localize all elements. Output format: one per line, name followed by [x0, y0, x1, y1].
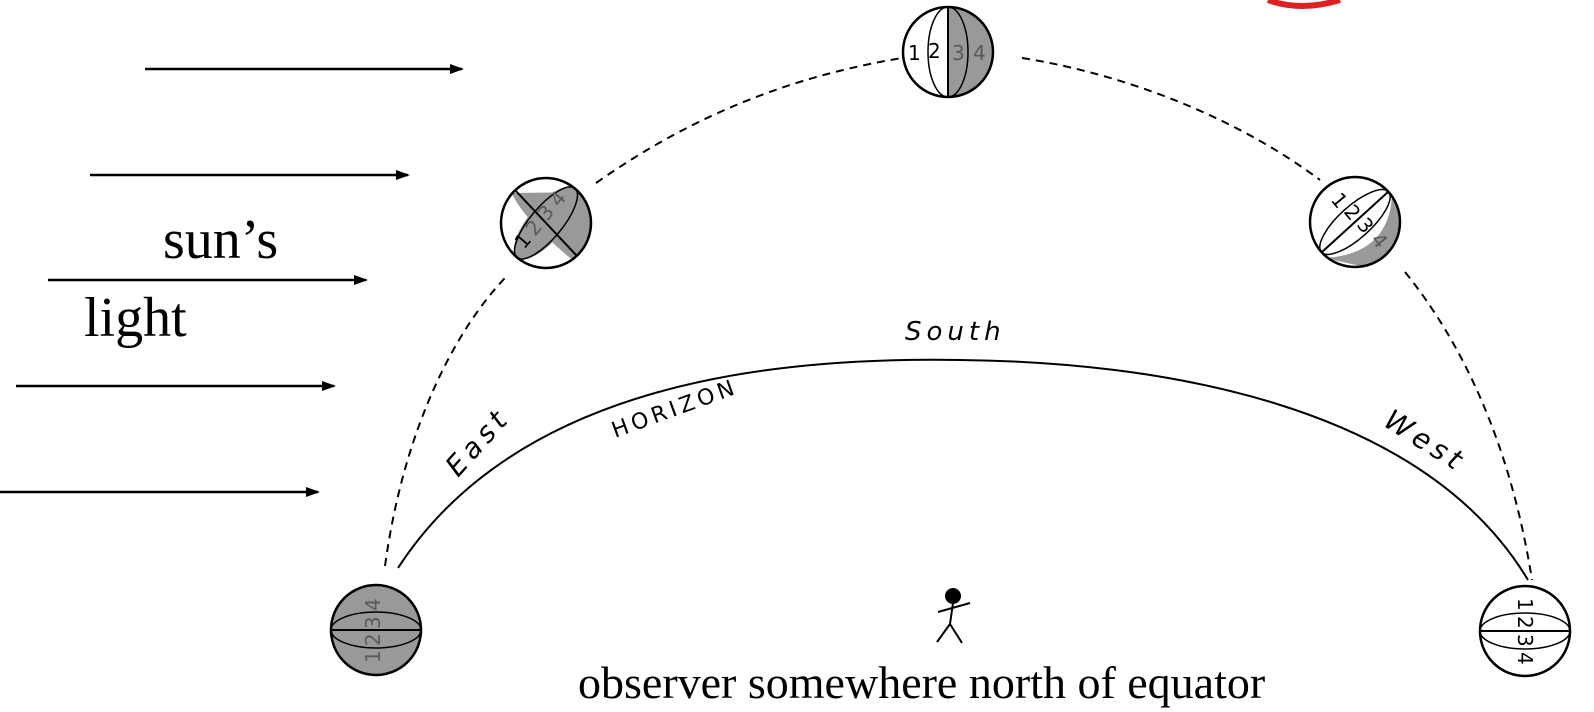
sunlight-arrows: [0, 64, 464, 497]
moon-number: 2: [1513, 616, 1537, 629]
moon-number: 1: [908, 41, 921, 65]
moon-number: 1: [361, 650, 385, 663]
moon-number: 4: [1513, 652, 1537, 665]
observer-caption: observer somewhere north of equator: [578, 657, 1265, 708]
moon-sky-path: [384, 57, 1533, 581]
moon-number: 4: [973, 41, 986, 65]
moon-number: 4: [361, 598, 385, 611]
moon-number: 2: [928, 39, 941, 63]
moon-moonset-west: 1 2 3 4: [1478, 584, 1572, 678]
south-label: South: [905, 317, 1006, 347]
west-label: West: [1378, 403, 1472, 479]
moon-moonrise-east: 1 2 3 4: [329, 583, 423, 677]
moon-meridian: 1 2 3 4: [901, 5, 995, 99]
observer-figure: [936, 588, 971, 644]
red-arc-fragment: [1266, 0, 1341, 9]
horizon-arc: [397, 358, 1529, 581]
sunlight-label-line2: light: [84, 287, 187, 349]
moon-afternoon: 1 2 3 4: [1308, 175, 1402, 269]
moon-number: 1: [1513, 598, 1537, 611]
east-label: East: [439, 401, 517, 483]
moon-number: 2: [361, 633, 385, 646]
sunlight-label-line1: sun’s: [163, 209, 278, 271]
moon-number: 3: [361, 616, 385, 629]
moon-number: 3: [952, 41, 965, 65]
moon-number: 3: [1513, 634, 1537, 647]
moon-mid-morning: 1 2 3 4: [499, 176, 593, 270]
horizon-label: HORIZON: [609, 375, 742, 444]
